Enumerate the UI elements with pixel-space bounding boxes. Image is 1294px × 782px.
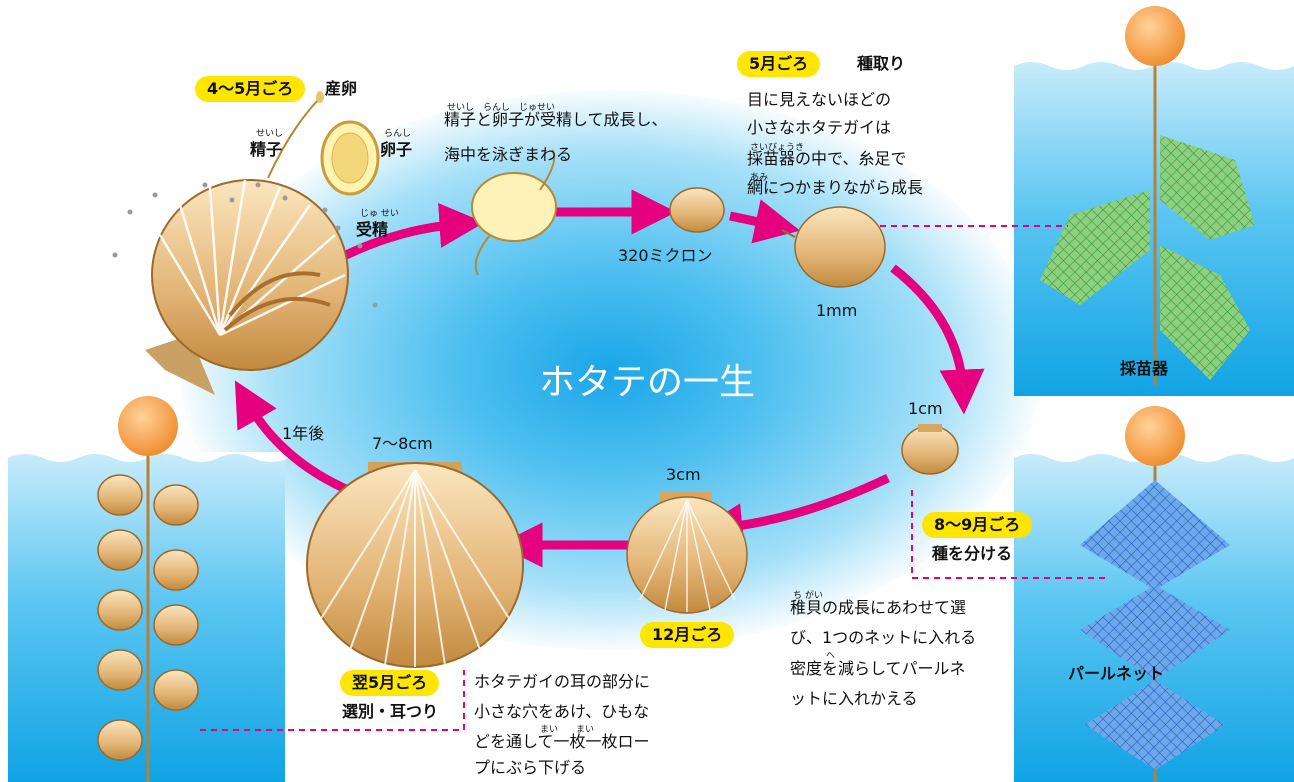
size-1mm: 1mm xyxy=(816,301,858,320)
sperm-drawing xyxy=(267,99,319,179)
scallop-1cm xyxy=(901,424,959,475)
fertilization-label: 受精 xyxy=(356,220,389,239)
collector-rig xyxy=(1040,6,1255,385)
fertilization-ruby: じゅ せい xyxy=(360,209,399,219)
collection-ruby-1: さいびょうき xyxy=(750,143,805,153)
larva-desc-line2: 海中を泳ぎまわる xyxy=(444,145,573,164)
hanging-line-4: プにぶら下げる xyxy=(474,758,587,777)
hanging-ruby: まい まい xyxy=(540,725,595,735)
collection-line-3: 採苗器の中で、糸足で xyxy=(747,149,907,168)
sorting-line-3: 密度を減らしてパールネ xyxy=(790,659,966,678)
spawning-event: 産卵 xyxy=(325,79,358,98)
collection-line-2: 小さなホタテガイは xyxy=(747,118,892,137)
sorting-line-2: び、1つのネットに入れる xyxy=(790,628,977,647)
larva-desc-line1: 精子と卵子が受精して成長し、 xyxy=(444,110,668,129)
sperm-head xyxy=(316,91,324,103)
pearl-net-rig xyxy=(1080,406,1230,782)
sorting-period-tag: 8〜9月ごろ xyxy=(922,512,1033,538)
veliger-shell-320 xyxy=(669,187,725,233)
size-1cm: 1cm xyxy=(908,399,943,418)
size-3cm: 3cm xyxy=(666,465,701,484)
spat-1mm xyxy=(781,206,886,288)
sorting-line-4: ットに入れかえる xyxy=(790,689,918,708)
gamete-dots xyxy=(112,182,378,308)
hanging-event: 選別・耳つり xyxy=(342,702,439,721)
sorting-ruby-2: へ xyxy=(826,651,836,661)
sorting-event: 種を分ける xyxy=(932,544,1013,563)
egg-label: 卵子 xyxy=(380,140,413,159)
collector-label: 採苗器 xyxy=(1120,359,1169,378)
collection-ruby-2: あみ xyxy=(750,173,769,183)
one-year-later: 1年後 xyxy=(282,424,325,443)
spawning-period-tag: 4〜5月ごろ xyxy=(195,76,306,102)
collection-event: 種取り xyxy=(857,54,906,73)
egg-ruby: らんし xyxy=(384,129,412,139)
hanging-line-1: ホタテガイの耳の部分に xyxy=(474,672,651,691)
collection-line-4: 網につかまりながら成長 xyxy=(747,178,924,197)
sperm-label: 精子 xyxy=(250,140,283,159)
adult-scallop-spawning xyxy=(145,179,349,395)
larva-ruby: せいし らんし じゅせい xyxy=(447,103,556,113)
pearl-net-label: パールネット xyxy=(1068,664,1165,683)
hanging-line-3: どを通して一枚一枚ロー xyxy=(474,732,650,751)
size-320-micron: 320ミクロン xyxy=(618,246,713,265)
hanging-rope-rig xyxy=(97,396,199,782)
size-7-8cm: 7〜8cm xyxy=(372,434,433,453)
scallop-7-8cm xyxy=(306,462,524,668)
sperm-ruby: せいし xyxy=(256,129,284,139)
collection-period-tag: 5月ごろ xyxy=(737,51,821,77)
sorting-line-1: 稚貝の成長にあわせて選 xyxy=(790,598,967,617)
scallop-3cm xyxy=(626,492,748,614)
hanging-line-2: 小さな穴をあけ、ひもな xyxy=(474,702,650,721)
december-tag: 12月ごろ xyxy=(640,622,735,648)
hanging-period-tag: 翌5月ごろ xyxy=(340,670,440,696)
collection-line-1: 目に見えないほどの xyxy=(747,90,892,109)
diagram-title: ホタテの一生 xyxy=(538,362,755,403)
larva-drawing xyxy=(471,149,557,276)
sorting-ruby: ち がい xyxy=(793,591,823,601)
